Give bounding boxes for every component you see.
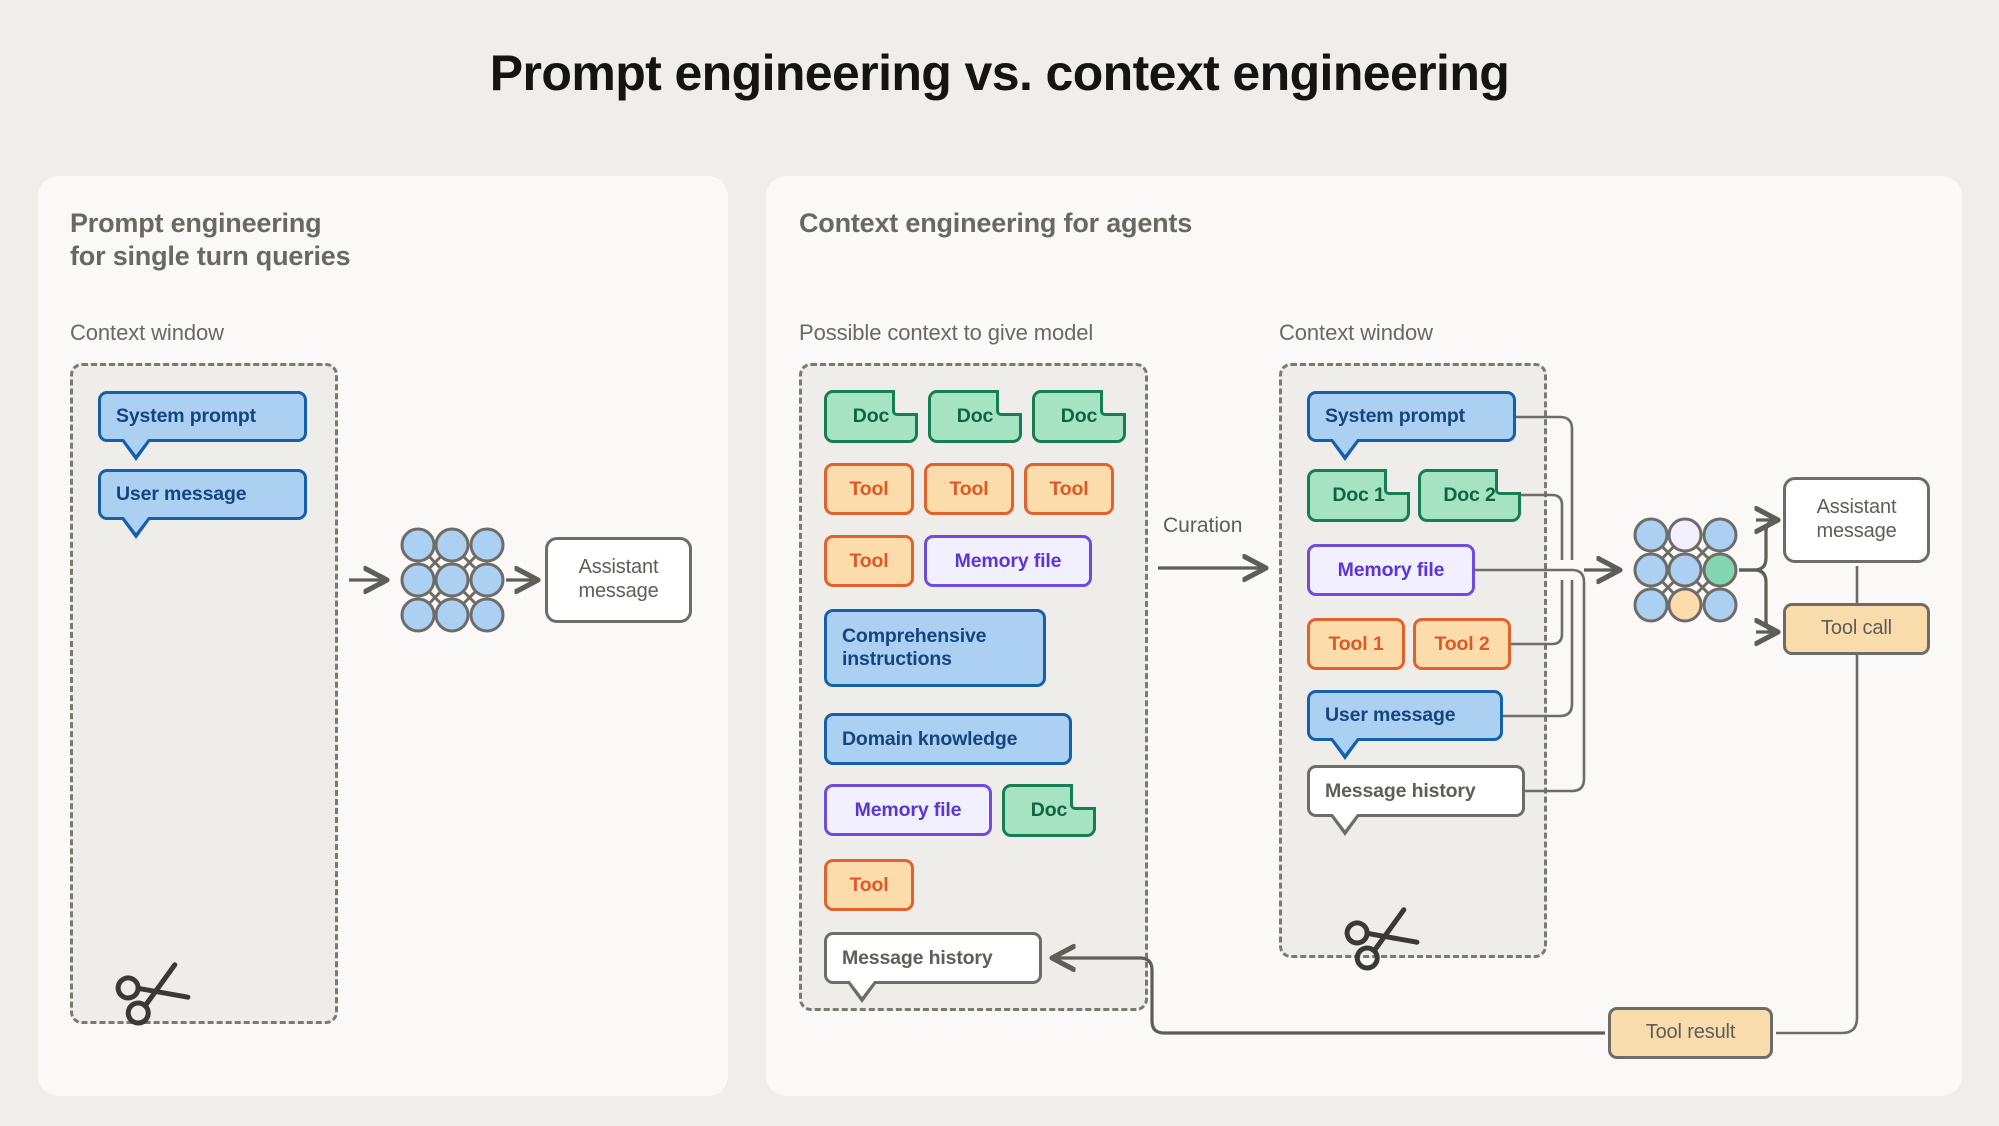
box-assistant-message[interactable]: Assistant message bbox=[545, 537, 692, 623]
chip-memory-file-2[interactable]: Memory file bbox=[824, 784, 992, 836]
left-context-window bbox=[70, 363, 338, 1024]
chip-doc-4[interactable]: Doc bbox=[1002, 784, 1096, 837]
curation-label: Curation bbox=[1163, 514, 1243, 537]
doc-fold-icon bbox=[1100, 390, 1126, 416]
chip-domain-knowledge[interactable]: Domain knowledge bbox=[824, 713, 1072, 765]
doc-fold-icon bbox=[1070, 784, 1096, 810]
chip-user-message[interactable]: User message bbox=[98, 469, 307, 539]
page-title: Prompt engineering vs. context engineeri… bbox=[489, 45, 1510, 101]
chip-system-prompt[interactable]: System prompt bbox=[98, 391, 307, 461]
chip-ctx-tool-2[interactable]: Tool 2 bbox=[1413, 618, 1511, 670]
chip-tool-1[interactable]: Tool bbox=[824, 463, 914, 515]
chip-memory-file-1[interactable]: Memory file bbox=[924, 535, 1092, 587]
doc-fold-icon bbox=[1384, 469, 1410, 495]
box-assistant-message-agent[interactable]: Assistant message bbox=[1783, 477, 1930, 563]
chip-ctx-doc-2[interactable]: Doc 2 bbox=[1418, 469, 1521, 522]
doc-fold-icon bbox=[996, 390, 1022, 416]
chip-tool-5[interactable]: Tool bbox=[824, 859, 914, 911]
right-context-window-label: Context window bbox=[1279, 320, 1433, 345]
chip-doc-3[interactable]: Doc bbox=[1032, 390, 1126, 443]
chip-tool-4[interactable]: Tool bbox=[824, 535, 914, 587]
left-context-window-label: Context window bbox=[70, 320, 224, 345]
chip-doc-2[interactable]: Doc bbox=[928, 390, 1022, 443]
chip-doc-1[interactable]: Doc bbox=[824, 390, 918, 443]
chip-tool-result[interactable]: Tool result bbox=[1608, 1007, 1773, 1059]
chip-ctx-user-message[interactable]: User message bbox=[1307, 690, 1503, 760]
chip-comprehensive-instructions[interactable]: Comprehensive instructions bbox=[824, 609, 1046, 687]
doc-fold-icon bbox=[892, 390, 918, 416]
bubble-message-history-possible[interactable]: Message history bbox=[824, 932, 1042, 1003]
chip-ctx-memory-file[interactable]: Memory file bbox=[1307, 544, 1475, 596]
chip-tool-2[interactable]: Tool bbox=[924, 463, 1014, 515]
chip-tool-call[interactable]: Tool call bbox=[1783, 603, 1930, 655]
right-panel-heading: Context engineering for agents bbox=[799, 208, 1193, 238]
doc-fold-icon bbox=[1495, 469, 1521, 495]
possible-context-label: Possible context to give model bbox=[799, 320, 1094, 345]
possible-context-box bbox=[799, 363, 1148, 1011]
chip-ctx-system-prompt[interactable]: System prompt bbox=[1307, 391, 1516, 461]
left-panel-heading: Prompt engineering for single turn queri… bbox=[70, 208, 351, 271]
chip-ctx-doc-1[interactable]: Doc 1 bbox=[1307, 469, 1410, 522]
bubble-ctx-message-history[interactable]: Message history bbox=[1307, 765, 1525, 836]
chip-tool-3[interactable]: Tool bbox=[1024, 463, 1114, 515]
chip-ctx-tool-1[interactable]: Tool 1 bbox=[1307, 618, 1405, 670]
